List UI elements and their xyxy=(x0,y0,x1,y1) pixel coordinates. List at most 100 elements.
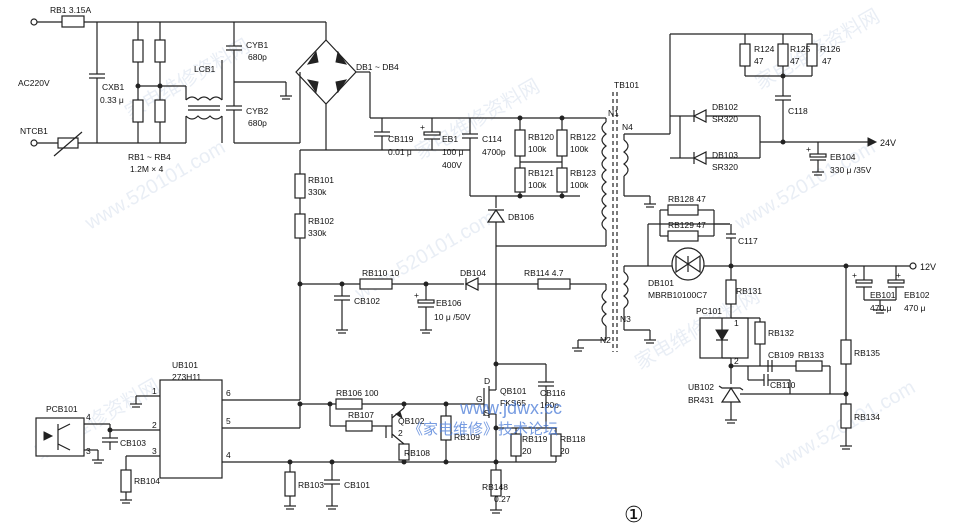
polarity-plus: + xyxy=(414,290,419,300)
label-cb119-value: 0.01 μ xyxy=(388,147,412,157)
electrolytic-eb1 xyxy=(423,131,441,136)
transistor-lead xyxy=(391,433,405,445)
label-cb116-value: 100p xyxy=(540,400,559,410)
label-eb102-value: 470 μ xyxy=(904,303,926,313)
junction-dot xyxy=(107,427,113,433)
label-pin-1: 1 xyxy=(734,318,739,328)
label-rb101: RB101 xyxy=(308,175,334,185)
forum-url: www.jdwx.cc xyxy=(459,398,562,418)
label-rb119-value: 20 xyxy=(522,446,532,456)
label-pin-3: 3 xyxy=(152,446,157,456)
hv-bus-section: + xyxy=(300,115,606,247)
label-c114-value: 4700p xyxy=(482,147,506,157)
label-r125-value: 47 xyxy=(790,56,800,66)
label-qb102: QB102 xyxy=(398,416,425,426)
diode-db101-b xyxy=(686,254,701,274)
transformer-tb101 xyxy=(578,92,670,352)
label-rb135: RB135 xyxy=(854,348,880,358)
label-rb101-value: 330k xyxy=(308,187,327,197)
label-db101: DB101 xyxy=(648,278,674,288)
label-rb102-value: 330k xyxy=(308,228,327,238)
opto-transistor-lead xyxy=(57,423,71,431)
junction-dot xyxy=(443,401,449,407)
label-rb121: RB121 xyxy=(528,168,554,178)
label-db1-db4: DB1 ~ DB4 xyxy=(356,62,399,72)
label-pin-d: D xyxy=(484,376,490,386)
label-rb119: RB119 xyxy=(522,434,548,444)
label-rb109: RB109 xyxy=(454,432,480,442)
label-r126: R126 xyxy=(820,44,841,54)
label-lcb1: LCB1 xyxy=(194,64,216,74)
resistor-rb102 xyxy=(294,213,306,239)
label-cyb2: CYB2 xyxy=(246,106,268,116)
label-rb1-rb4: RB1 ~ RB4 xyxy=(128,152,171,162)
optocoupler-pcb101 xyxy=(35,417,85,457)
winding-n3 xyxy=(623,271,629,309)
label-r126-value: 47 xyxy=(822,56,832,66)
opto-arrow xyxy=(43,431,54,441)
label-pin-2: 2 xyxy=(152,420,157,430)
label-cyb2-value: 680p xyxy=(248,118,267,128)
resistor-rb135 xyxy=(840,339,852,365)
resistor-rb121 xyxy=(514,167,526,193)
diode-db104 xyxy=(464,277,479,291)
junction-dot xyxy=(423,281,429,287)
resistor-r125 xyxy=(777,43,789,67)
label-rb123-value: 100k xyxy=(570,180,589,190)
label-eb104-value: 330 μ /35V xyxy=(830,165,872,175)
label-eb102: EB102 xyxy=(904,290,930,300)
resistor-rb103 xyxy=(284,471,296,497)
label-db101-part: MBRB10100C7 xyxy=(648,290,707,300)
junction-dot xyxy=(339,281,345,287)
junction-dot xyxy=(517,193,523,199)
label-rb104: RB104 xyxy=(134,476,160,486)
resistor-rb131 xyxy=(725,279,737,305)
label-rb107: RB107 xyxy=(348,410,374,420)
label-n4: N4 xyxy=(622,122,633,132)
label-c114: C114 xyxy=(482,134,502,144)
resistor-rb132 xyxy=(754,321,766,345)
label-c118: C118 xyxy=(788,106,808,116)
junction-dot xyxy=(329,459,335,465)
label-cyb1-value: 680p xyxy=(248,52,267,62)
thermistor-ntcb1 xyxy=(57,137,79,149)
diode-db103 xyxy=(692,151,707,165)
label-pin-s: S xyxy=(484,408,490,418)
forum-watermark: www.jdwx.cc 《家电维修》技术论坛 xyxy=(408,398,562,438)
polarity-plus: + xyxy=(896,270,901,280)
fuse-rb1 xyxy=(61,15,85,28)
label-rb123: RB123 xyxy=(570,168,596,178)
label-cxb1-value: 0.33 μ xyxy=(100,95,124,105)
diode-db101-a xyxy=(675,254,690,274)
label-eb101-value: 470 μ xyxy=(870,303,892,313)
resistor-r124 xyxy=(739,43,751,67)
label-eb101: EB101 xyxy=(870,290,896,300)
junction-dot xyxy=(559,115,565,121)
label-24v: 24V xyxy=(880,138,896,148)
label-rb1: RB1 3.15A xyxy=(50,5,91,15)
label-cb119: CB119 xyxy=(388,134,414,144)
label-rb108: RB108 xyxy=(404,448,430,458)
opto-transistor-lead xyxy=(57,443,71,451)
label-eb1-voltage: 400V xyxy=(442,160,462,170)
label-n3: N3 xyxy=(620,314,631,324)
label-qb101: QB101 xyxy=(500,386,527,396)
label-cxb1: CXB1 xyxy=(102,82,124,92)
startup-resistors xyxy=(294,150,306,400)
electrolytic-eb101 xyxy=(855,279,873,284)
bridge-outline xyxy=(295,39,357,105)
label-pc101: PC101 xyxy=(696,306,722,316)
label-cb116: CB116 xyxy=(540,388,566,398)
junction-dot xyxy=(287,459,293,465)
electrolytic-eb106 xyxy=(417,299,435,304)
resistor-rb104 xyxy=(120,469,132,493)
diode-db102 xyxy=(692,109,707,123)
label-qb102-pin: 2 xyxy=(398,428,403,438)
resistor-rb114 xyxy=(537,278,571,290)
junction-dot xyxy=(401,401,407,407)
label-rb121-value: 100k xyxy=(528,180,547,190)
label-rb120: RB120 xyxy=(528,132,554,142)
label-br431: BR431 xyxy=(688,395,714,405)
label-n2: N2 xyxy=(600,335,611,345)
label-pin-1: 1 xyxy=(152,386,157,396)
